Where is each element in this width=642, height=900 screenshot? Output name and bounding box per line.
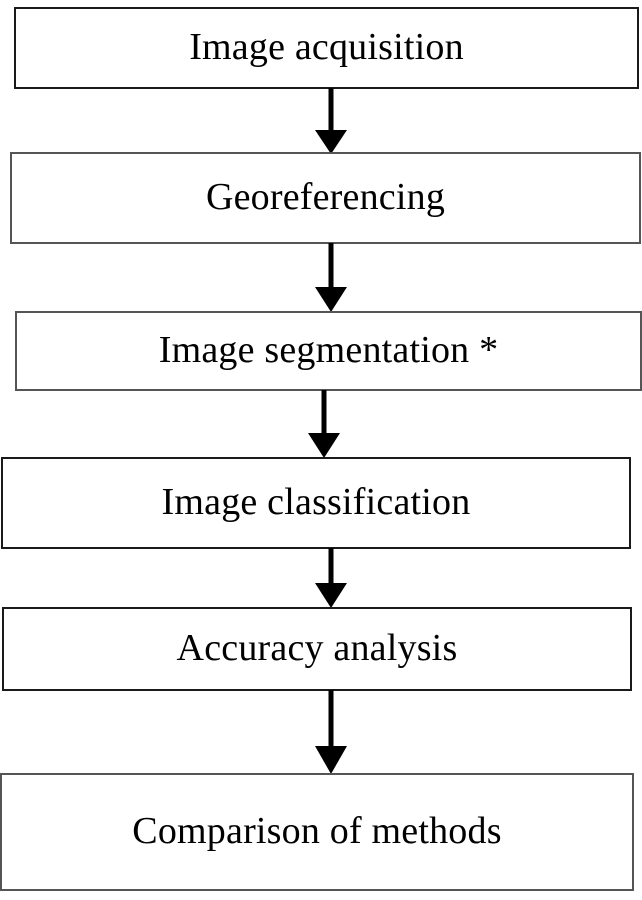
flow-node-label: Accuracy analysis: [176, 627, 458, 670]
flow-node-georeferencing[interactable]: Georeferencing: [10, 152, 641, 244]
flow-node-label: Image segmentation *: [158, 329, 499, 372]
flow-node-image-classification[interactable]: Image classification: [1, 457, 631, 549]
flow-arrow-1: [311, 88, 351, 154]
flow-arrow-5: [311, 690, 351, 774]
flow-arrow-2: [311, 243, 351, 312]
flow-node-comparison-of-methods[interactable]: Comparison of methods: [0, 773, 634, 891]
flow-node-accuracy-analysis[interactable]: Accuracy analysis: [2, 607, 632, 691]
flow-node-image-acquisition[interactable]: Image acquisition: [14, 7, 639, 89]
flow-arrow-3: [304, 390, 344, 458]
flow-node-label: Image acquisition: [189, 26, 464, 69]
flow-arrow-4: [311, 548, 351, 608]
flow-node-image-segmentation[interactable]: Image segmentation *: [15, 311, 642, 391]
flow-node-label: Image classification: [161, 481, 471, 524]
flow-node-label: Georeferencing: [205, 176, 446, 219]
flow-node-label: Comparison of methods: [132, 810, 502, 853]
